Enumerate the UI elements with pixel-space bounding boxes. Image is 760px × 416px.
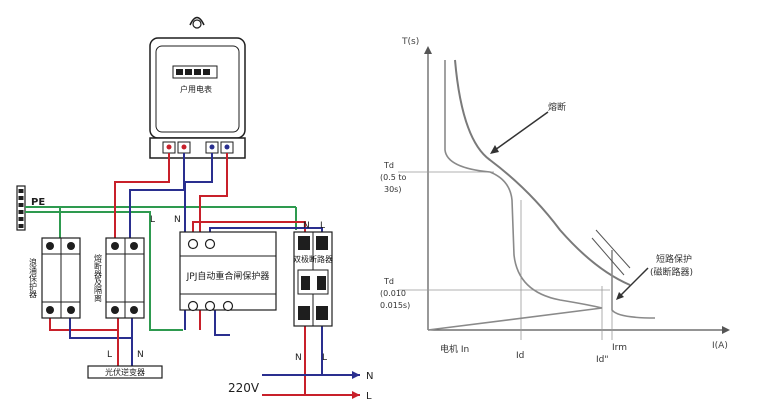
fuse-label: 熔断 — [548, 101, 566, 113]
mains-l-label: L — [366, 391, 372, 402]
switch-n-label: N — [174, 215, 181, 225]
inverter-l-label: L — [107, 350, 112, 360]
energy-meter: 户用电表 — [149, 16, 246, 159]
td-lower-line1: Td — [383, 277, 394, 286]
breaker-bottom-n-label: N — [295, 353, 302, 363]
magnetic-breaker-curve — [611, 250, 656, 319]
x-tick-irm: Irm — [612, 343, 627, 353]
td-upper-line1: Td — [383, 161, 394, 170]
x-tick-motor-in: 电机 In — [440, 343, 469, 355]
breaker-n-label: N — [303, 221, 310, 231]
jpj-label: JPJ自动重合闸保护器 — [186, 270, 270, 282]
td-upper-line2: (0.5 to — [380, 173, 407, 182]
mains-n-label: N — [366, 371, 373, 382]
td-lower-line2: (0.010 — [380, 289, 406, 298]
x-tick-id: Id — [516, 351, 524, 361]
short-circuit-line2: (磁断路器) — [650, 266, 693, 278]
trip-curve-diagram: T(s) I(A) 熔断 Td (0.5 to 30s) Td (0.010 0… — [380, 37, 730, 365]
inverter-label: 光伏逆变器 — [105, 367, 145, 377]
pe-label: PE — [31, 197, 45, 208]
y-axis-label: T(s) — [401, 37, 419, 47]
fuse-isolation-switch: 熔断器及隔离 — [94, 237, 145, 319]
td-lower-line3: 0.015s) — [380, 301, 410, 310]
jpj-protector: JPJ自动重合闸保护器 — [179, 231, 277, 312]
voltage-label: 220V — [228, 381, 260, 395]
surge-protector: 浪涌保护器 — [29, 237, 81, 319]
switch-l-label: L — [150, 215, 155, 225]
motor-curve — [427, 60, 603, 331]
inverter-n-label: N — [137, 350, 144, 360]
x-axis-label: I(A) — [712, 341, 728, 351]
pv-inverter: 光伏逆变器 — [87, 365, 163, 379]
breaker-label: 双极断路器 — [293, 254, 333, 264]
breaker-bottom-l-label: L — [322, 353, 327, 363]
short-circuit-line1: 短路保护 — [656, 253, 692, 265]
meter-label: 户用电表 — [180, 84, 212, 94]
switch-label: 熔断器及隔离 — [94, 253, 103, 303]
x-tick-id-double: Id" — [596, 355, 609, 365]
td-upper-line3: 30s) — [384, 185, 401, 194]
fuse-curve — [454, 59, 631, 286]
spd-label: 浪涌保护器 — [29, 257, 38, 299]
breaker-l-label: L — [320, 221, 325, 231]
double-pole-breaker: 双极断路器 — [293, 231, 333, 327]
wiring-diagram: 户用电表 PE — [16, 16, 373, 402]
